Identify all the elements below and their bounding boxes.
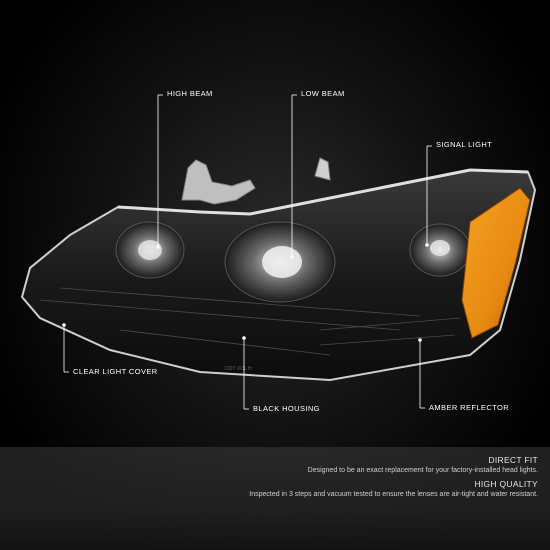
callout-black-housing: BLACK HOUSING: [253, 404, 320, 413]
feature-desc-high-quality: Inspected in 3 steps and vacuum tested t…: [249, 491, 538, 498]
callout-low-beam: LOW BEAM: [301, 89, 345, 98]
callout-lines: [63, 94, 432, 410]
callout-clear-light-cover: CLEAR LIGHT COVER: [73, 367, 158, 376]
chrome-trim: [117, 168, 529, 216]
feature-title-high-quality: HIGH QUALITY: [474, 479, 538, 489]
callout-signal-light: SIGNAL LIGHT: [436, 140, 493, 149]
lens-marking: DOT VOL H: [225, 366, 252, 372]
amber-reflector-shape: [461, 187, 531, 339]
feature-desc-direct-fit: Designed to be an exact replacement for …: [307, 467, 538, 474]
callout-dots: [62, 243, 429, 342]
mounting-bracket: [181, 159, 256, 205]
features-panel: DIRECT FIT Designed to be an exact repla…: [0, 447, 550, 550]
callout-amber-reflector: AMBER REFLECTOR: [429, 403, 510, 412]
feature-title-direct-fit: DIRECT FIT: [488, 455, 538, 465]
mounting-tab: [314, 157, 331, 181]
callout-high-beam: HIGH BEAM: [167, 89, 213, 98]
lens-lines: [39, 287, 461, 356]
